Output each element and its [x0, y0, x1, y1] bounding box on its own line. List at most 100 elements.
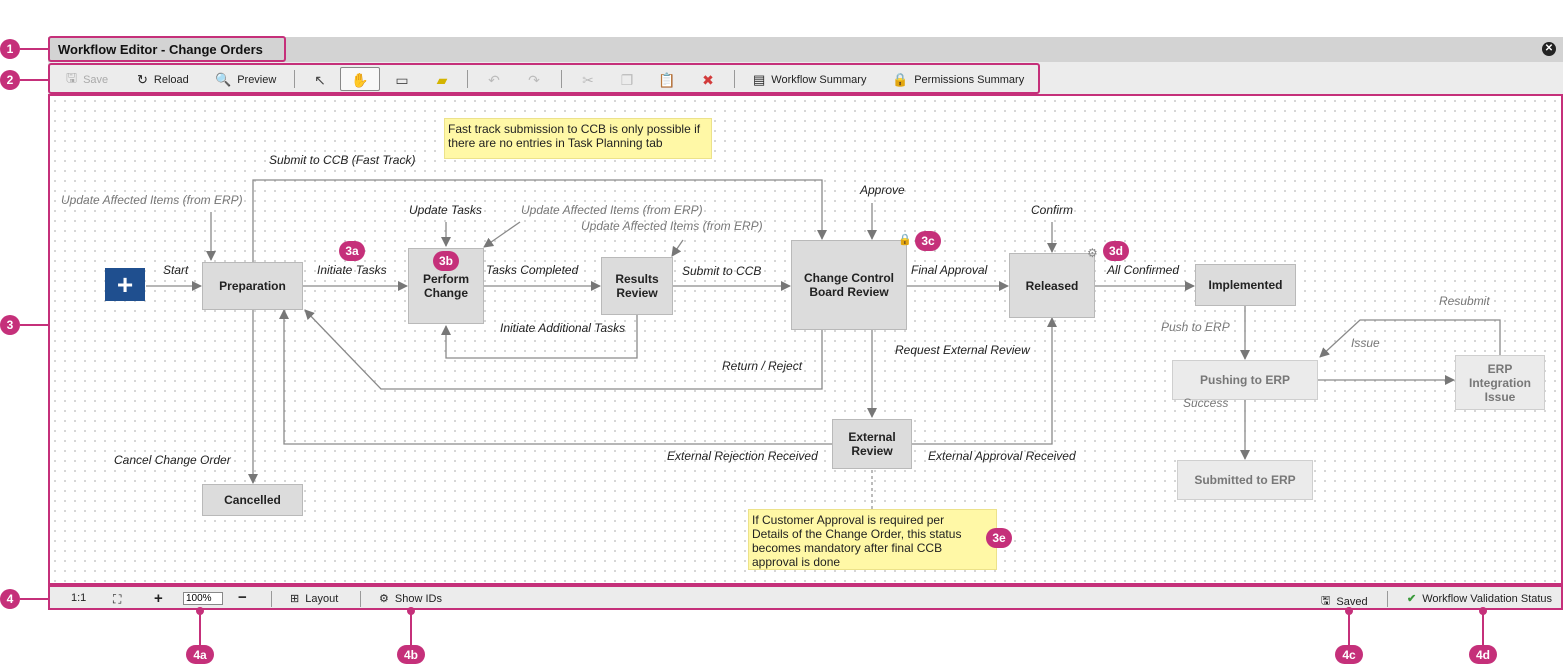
permissions-summary-label: Permissions Summary: [914, 74, 1025, 86]
gear-icon: ⚙: [1087, 246, 1098, 260]
label-update-affected-mid: Update Affected Items (from ERP): [521, 203, 703, 217]
callout-4a: 4a: [186, 645, 214, 664]
redo-icon[interactable]: ↷: [528, 71, 540, 88]
status-bar: [48, 585, 1563, 610]
callout-3c: 3c: [915, 231, 941, 251]
settings-gear-icon: ⚙: [379, 593, 389, 605]
callout-4b: 4b: [397, 645, 425, 664]
callout-3d: 3d: [1103, 241, 1129, 261]
preview-button[interactable]: 🔍 Preview: [215, 71, 276, 89]
callout-1: 1: [0, 39, 20, 59]
zoom-out-icon[interactable]: −: [238, 589, 247, 606]
label-update-tasks: Update Tasks: [409, 203, 482, 217]
node-erp-integration-issue[interactable]: ERP Integration Issue: [1455, 355, 1545, 410]
node-results-review[interactable]: Results Review: [601, 257, 673, 315]
saved-icon: 🖫: [1321, 595, 1331, 607]
label-start: Start: [163, 263, 189, 277]
node-submitted-to-erp[interactable]: Submitted to ERP: [1177, 460, 1313, 500]
title-bar: [48, 37, 1563, 62]
callout-4d: 4d: [1469, 645, 1497, 664]
toolbar-divider: [294, 70, 295, 88]
undo-icon[interactable]: ↶: [488, 71, 500, 88]
workflow-summary-label: Workflow Summary: [771, 74, 867, 86]
label-confirm: Confirm: [1031, 203, 1074, 217]
cut-icon[interactable]: ✂: [582, 71, 594, 88]
node-released[interactable]: Released: [1009, 253, 1095, 318]
lock-icon: 🔒: [892, 72, 909, 87]
layout-icon: ⊞: [290, 593, 300, 605]
fit-to-screen-icon[interactable]: ⛶: [113, 592, 122, 606]
label-request-external: Request External Review: [895, 343, 1030, 357]
ratio-button[interactable]: 1:1: [71, 592, 87, 604]
close-icon[interactable]: ✕: [1542, 42, 1556, 56]
status-divider: [271, 591, 272, 607]
toolbar-divider: [467, 70, 468, 88]
save-button[interactable]: 🖫 Save: [66, 70, 109, 89]
zoom-in-icon[interactable]: +: [154, 590, 163, 607]
preview-label: Preview: [237, 74, 277, 86]
workflow-summary-button[interactable]: ▤Workflow Summary: [753, 71, 866, 89]
label-push-to-erp: Push to ERP: [1161, 320, 1230, 334]
connector-tool-icon[interactable]: ▭: [395, 71, 409, 88]
start-node[interactable]: +: [105, 268, 145, 301]
node-cancelled[interactable]: Cancelled: [202, 484, 303, 516]
label-return-reject: Return / Reject: [722, 359, 803, 373]
status-divider: [1387, 591, 1388, 607]
toolbar-highlight: [48, 63, 1040, 94]
node-pushing-to-erp[interactable]: Pushing to ERP: [1172, 360, 1318, 400]
callout-2: 2: [0, 70, 20, 90]
label-final-approval: Final Approval: [911, 263, 988, 277]
copy-icon[interactable]: ❐: [620, 71, 634, 88]
toolbar: [48, 62, 1563, 94]
show-ids-button[interactable]: ⚙Show IDs: [379, 592, 442, 606]
callout-3e: 3e: [986, 528, 1012, 548]
label-initiate-tasks: Initiate Tasks: [317, 263, 387, 277]
zoom-input[interactable]: [183, 592, 223, 605]
label-update-affected-left: Update Affected Items (from ERP): [61, 193, 243, 207]
label-submit-fast-track: Submit to CCB (Fast Track): [269, 153, 416, 167]
reload-button[interactable]: ↻Reload: [137, 71, 189, 89]
hand-tool-button[interactable]: [340, 67, 380, 91]
label-cancel-change-order: Cancel Change Order: [114, 453, 231, 467]
pointer-tool-icon[interactable]: ↖: [314, 71, 326, 88]
callout-4: 4: [0, 589, 20, 609]
validation-label: Workflow Validation Status: [1422, 592, 1553, 605]
workflow-validation-status[interactable]: ✔ Workflow Validation Status: [1407, 592, 1553, 606]
label-external-rejection: External Rejection Received: [667, 449, 818, 463]
saved-status: 🖫 Saved: [1321, 592, 1368, 611]
label-tasks-completed: Tasks Completed: [486, 263, 579, 277]
layout-button[interactable]: ⊞Layout: [290, 592, 338, 606]
note-customer-approval[interactable]: If Customer Approval is required per Det…: [748, 509, 997, 570]
preview-icon: 🔍: [215, 72, 232, 87]
hand-icon: ✋: [351, 71, 369, 88]
label-approve: Approve: [860, 183, 905, 197]
sticky-note-tool-icon[interactable]: ▰: [436, 71, 448, 88]
label-resubmit: Resubmit: [1439, 294, 1490, 308]
toolbar-divider: [734, 70, 735, 88]
node-external-review[interactable]: External Review: [832, 419, 912, 469]
save-icon: 🖫: [66, 70, 78, 85]
node-preparation[interactable]: Preparation: [202, 262, 303, 310]
label-update-affected-right: Update Affected Items (from ERP): [581, 219, 763, 233]
note-fast-track[interactable]: Fast track submission to CCB is only pos…: [444, 118, 712, 159]
label-success: Success: [1183, 396, 1229, 410]
saved-label: Saved: [1336, 595, 1368, 608]
label-submit-to-ccb: Submit to CCB: [682, 264, 762, 278]
save-label: Save: [83, 74, 109, 86]
paste-icon[interactable]: 📋: [658, 71, 676, 88]
checkmark-icon: ✔: [1407, 593, 1417, 605]
node-ccb-review[interactable]: Change Control Board Review: [791, 240, 907, 330]
permissions-summary-button[interactable]: 🔒 Permissions Summary: [892, 71, 1024, 89]
label-all-confirmed: All Confirmed: [1107, 263, 1180, 277]
reload-label: Reload: [153, 74, 189, 86]
callout-3a: 3a: [339, 241, 365, 261]
status-divider: [360, 591, 361, 607]
callout-4c: 4c: [1335, 645, 1363, 664]
label-issue: Issue: [1351, 336, 1380, 350]
lock-icon: 🔒: [898, 234, 912, 246]
node-implemented[interactable]: Implemented: [1195, 264, 1296, 306]
toolbar-divider: [561, 70, 562, 88]
delete-icon[interactable]: ✖: [702, 71, 714, 88]
callout-3b: 3b: [433, 251, 459, 271]
